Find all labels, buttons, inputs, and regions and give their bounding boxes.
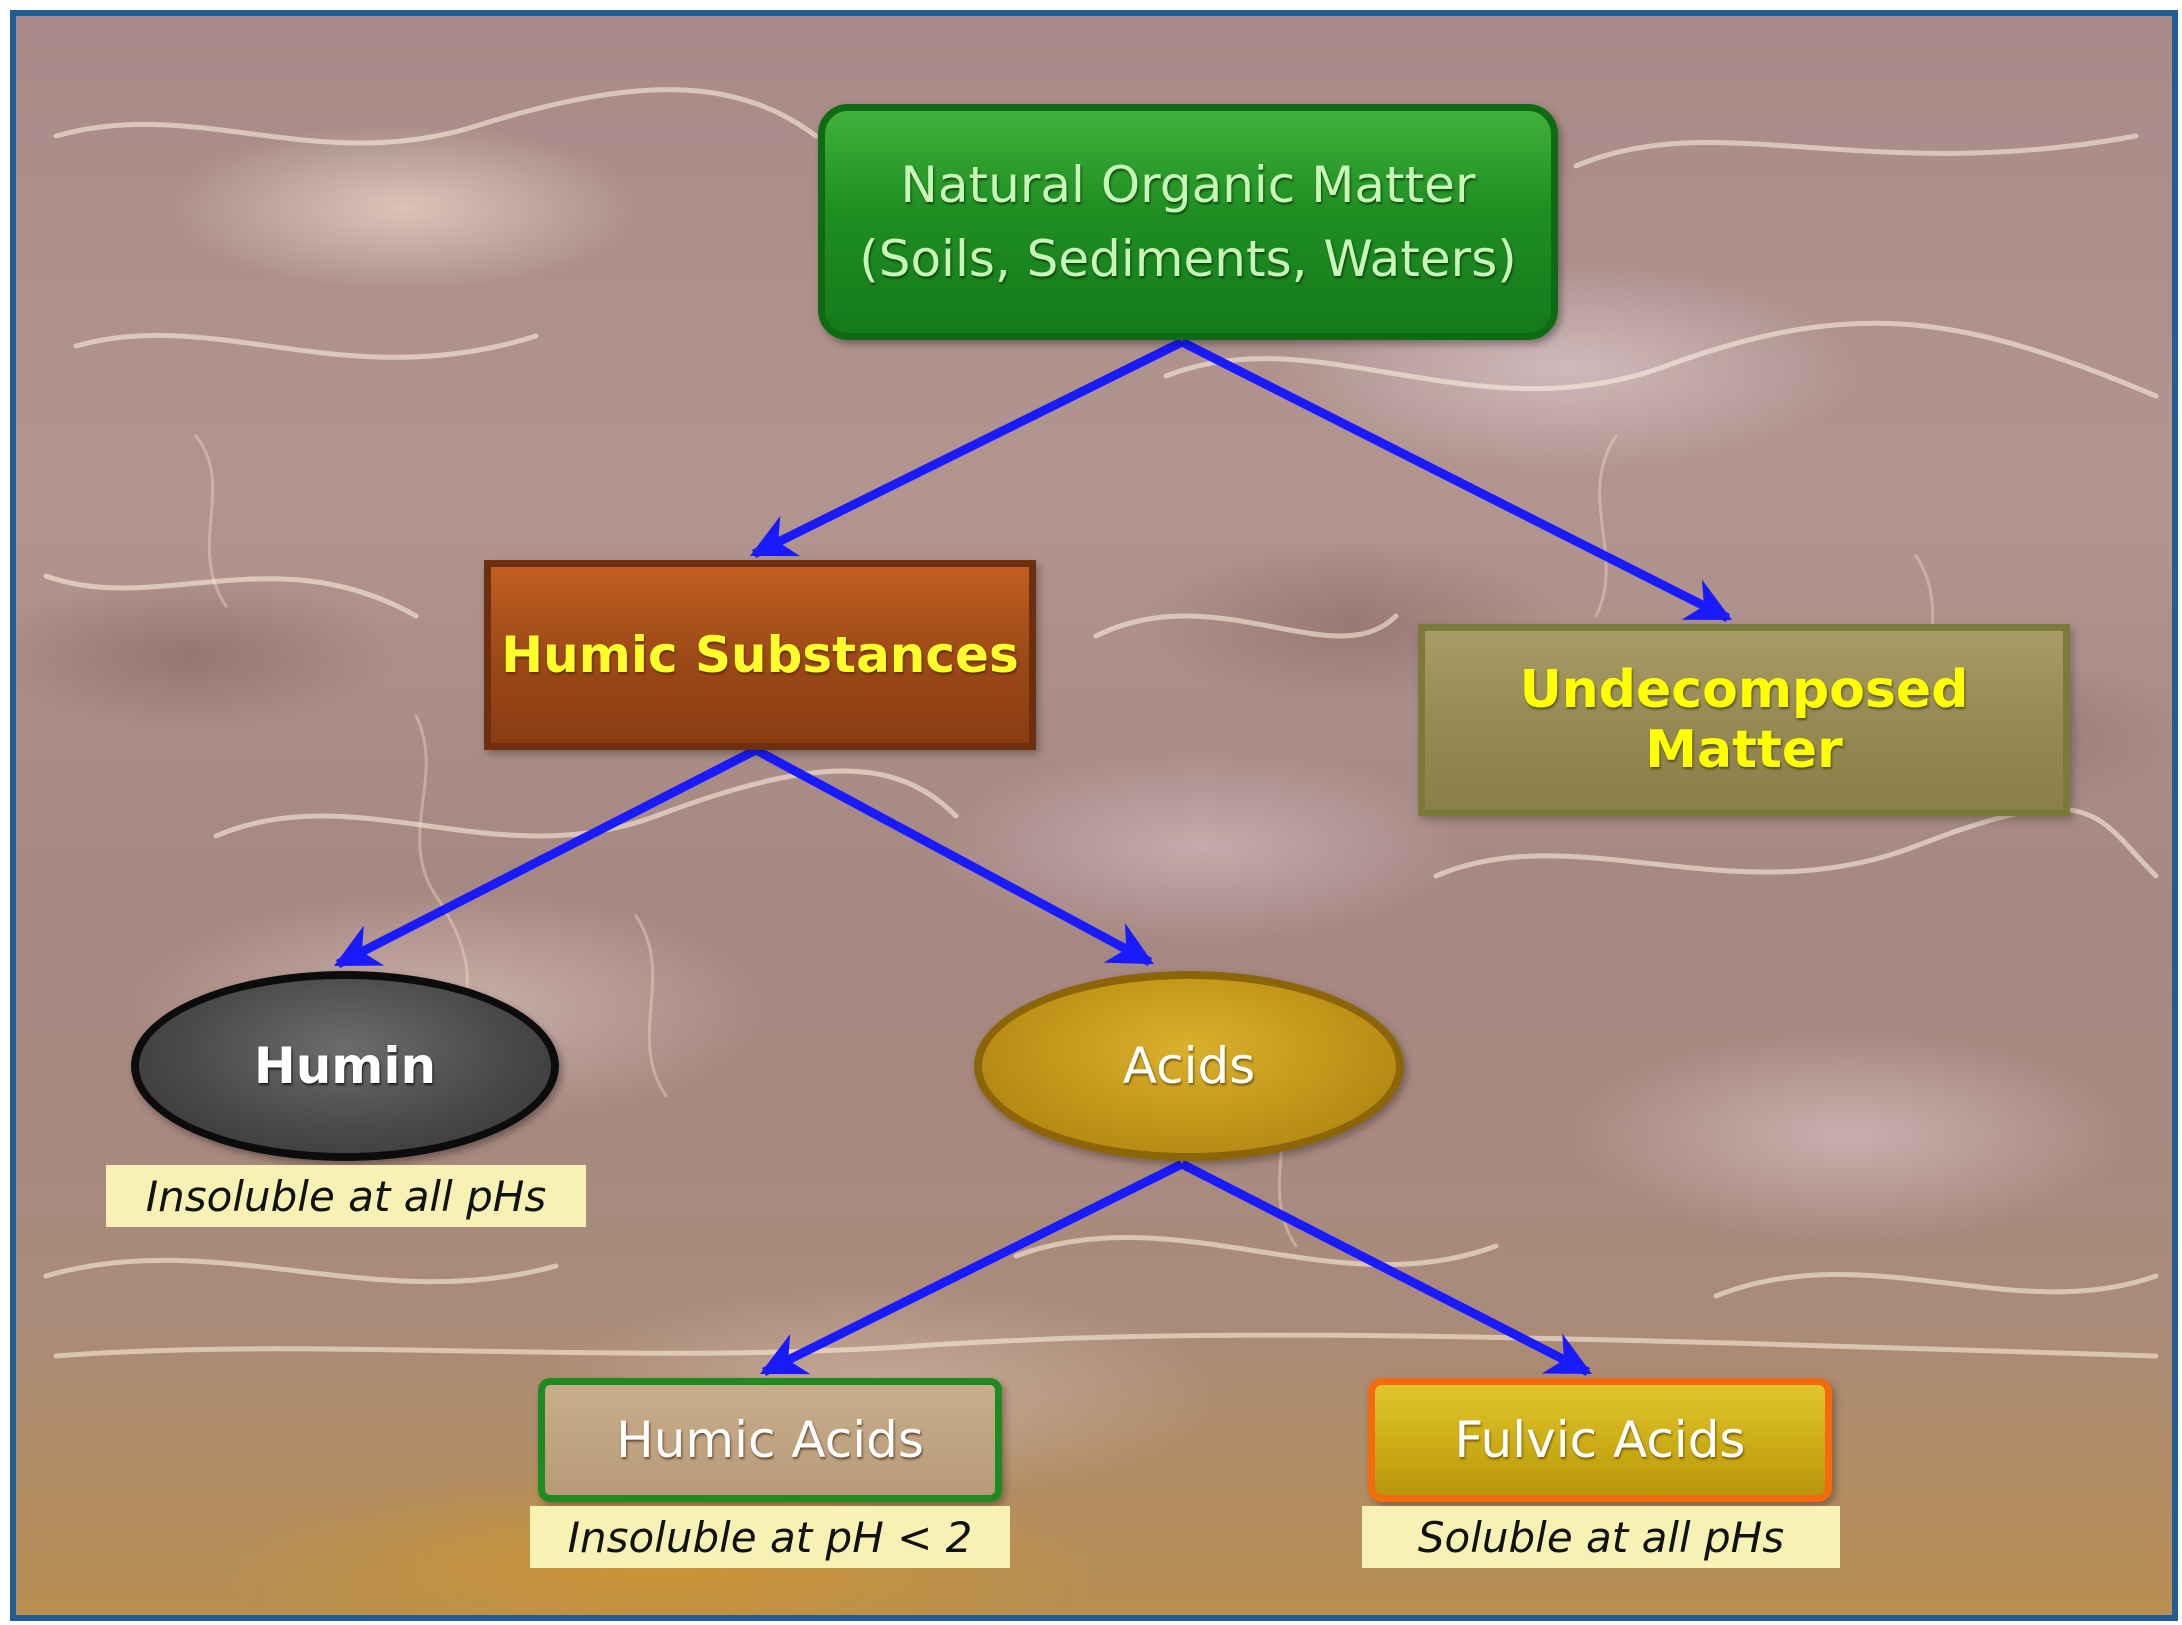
node-undecomposed-matter: Undecomposed Matter	[1418, 624, 2070, 816]
note-humic-acids-solubility: Insoluble at pH < 2	[530, 1506, 1010, 1568]
note-humin-solubility: Insoluble at all pHs	[106, 1165, 586, 1227]
node-humic-acids-label: Humic Acids	[616, 1411, 924, 1469]
arrow-acids-to-humic-acids	[759, 1159, 1185, 1377]
node-fulvic-acids-label: Fulvic Acids	[1454, 1411, 1746, 1469]
arrow-nom-to-humic-substances	[749, 337, 1184, 559]
diagram-frame: Natural Organic Matter (Soils, Sediments…	[10, 10, 2178, 1621]
arrow-humic-substances-to-acids	[753, 746, 1154, 966]
node-humic-substances-label: Humic Substances	[501, 626, 1019, 684]
node-humin-label: Humin	[253, 1037, 437, 1095]
node-natural-organic-matter: Natural Organic Matter (Soils, Sediments…	[818, 104, 1558, 340]
note-fulvic-acids-solubility: Soluble at all pHs	[1362, 1506, 1840, 1568]
node-humin: Humin	[131, 971, 559, 1161]
node-acids: Acids	[974, 971, 1404, 1161]
node-humic-acids: Humic Acids	[538, 1378, 1002, 1502]
node-undecomposed-matter-label: Undecomposed Matter	[1519, 660, 1969, 780]
water-background	[43, 87, 2159, 1359]
node-natural-organic-matter-title: Natural Organic Matter	[900, 156, 1476, 214]
arrow-acids-to-fulvic-acids	[1179, 1159, 1593, 1377]
node-acids-label: Acids	[1122, 1037, 1256, 1095]
node-humic-substances: Humic Substances	[484, 560, 1036, 750]
connector-arrows	[333, 337, 1733, 1377]
arrow-humic-substances-to-humin	[333, 745, 759, 969]
node-natural-organic-matter-subtitle: (Soils, Sediments, Waters)	[859, 230, 1517, 288]
arrow-nom-to-undecomposed-matter	[1179, 337, 1733, 623]
node-fulvic-acids: Fulvic Acids	[1368, 1378, 1832, 1502]
